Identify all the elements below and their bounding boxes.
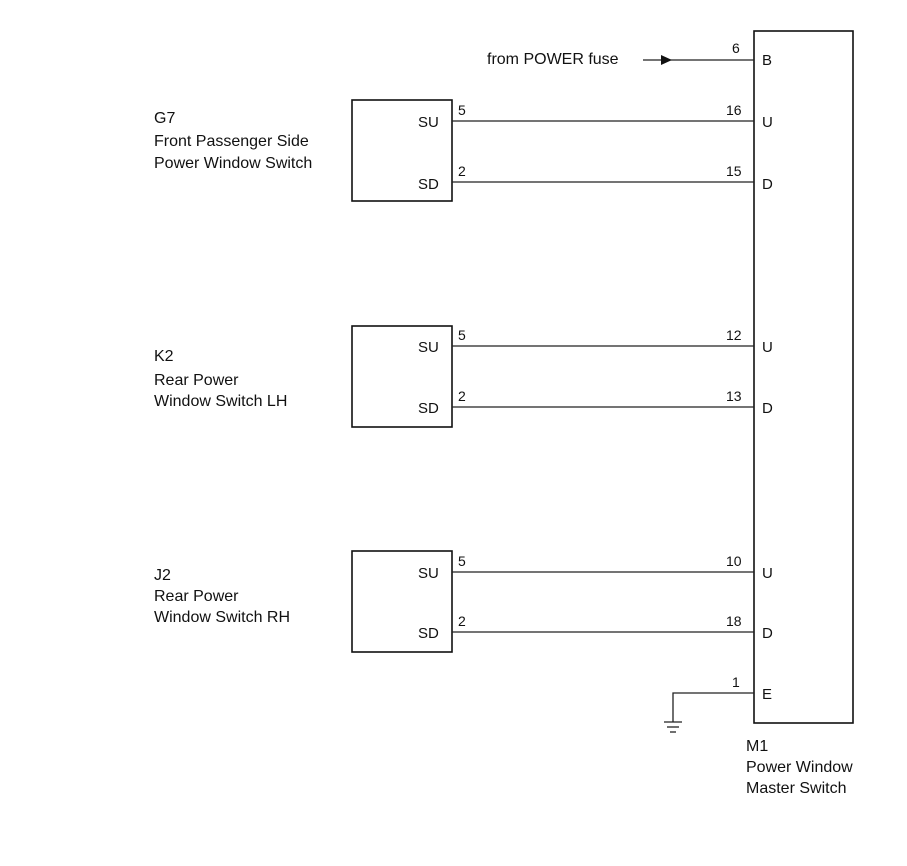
switch-j2-pin-up: 5	[458, 553, 466, 569]
master-terminal-g7-down: D	[762, 176, 773, 193]
master-terminal-j2-down: D	[762, 625, 773, 642]
master-terminal-k2-down: D	[762, 400, 773, 417]
master-pin-j2-down: 18	[726, 613, 742, 629]
switch-k2-pin-up: 5	[458, 327, 466, 343]
switch-j2-code: J2	[154, 567, 171, 584]
switch-k2-name-line2: Window Switch LH	[154, 393, 287, 410]
switch-g7-name-line1: Front Passenger Side	[154, 133, 309, 150]
master-terminal-g7-up: U	[762, 114, 773, 131]
master-pin-k2-down: 13	[726, 388, 742, 404]
switch-k2-terminal-down: SD	[418, 400, 439, 417]
switch-j2-terminal-down: SD	[418, 625, 439, 642]
switch-j2-pin-down: 2	[458, 613, 466, 629]
switch-j2-name-line1: Rear Power	[154, 588, 239, 605]
master-terminal-k2-up: U	[762, 339, 773, 356]
master-name-line1: Power Window	[746, 759, 853, 776]
switch-k2: K2 Rear Power Window Switch LH SU SD 5 2…	[154, 325, 773, 428]
master-pin-g7-down: 15	[726, 163, 742, 179]
power-arrow-icon	[661, 55, 672, 65]
switch-k2-pin-down: 2	[458, 388, 466, 404]
switch-j2-terminal-up: SU	[418, 565, 439, 582]
switch-g7: G7 Front Passenger Side Power Window Swi…	[154, 99, 773, 202]
switch-j2-box	[351, 550, 453, 653]
master-pin-g7-up: 16	[726, 102, 742, 118]
master-terminal-power: B	[762, 52, 772, 69]
switch-g7-code: G7	[154, 110, 175, 127]
master-pin-j2-up: 10	[726, 553, 742, 569]
switch-k2-box	[351, 325, 453, 428]
switch-k2-terminal-up: SU	[418, 339, 439, 356]
ground-wire	[672, 692, 754, 722]
master-code: M1	[746, 738, 768, 755]
switch-g7-box	[351, 99, 453, 202]
master-name-line2: Master Switch	[746, 780, 846, 797]
master-terminal-j2-up: U	[762, 565, 773, 582]
switch-k2-name-line1: Rear Power	[154, 372, 239, 389]
switch-g7-terminal-down: SD	[418, 176, 439, 193]
master-switch-box	[753, 30, 854, 724]
ground-icon	[664, 721, 682, 733]
switch-g7-pin-down: 2	[458, 163, 466, 179]
master-pin-k2-up: 12	[726, 327, 742, 343]
power-source-label: from POWER fuse	[487, 51, 619, 68]
master-pin-ground: 1	[732, 674, 740, 690]
switch-g7-terminal-up: SU	[418, 114, 439, 131]
switch-g7-pin-up: 5	[458, 102, 466, 118]
master-pin-power: 6	[732, 40, 740, 56]
master-terminal-ground: E	[762, 686, 772, 703]
switch-j2-name-line2: Window Switch RH	[154, 609, 290, 626]
switch-k2-code: K2	[154, 348, 174, 365]
switch-g7-name-line2: Power Window Switch	[154, 155, 312, 172]
switch-j2: J2 Rear Power Window Switch RH SU SD 5 2…	[154, 550, 773, 653]
